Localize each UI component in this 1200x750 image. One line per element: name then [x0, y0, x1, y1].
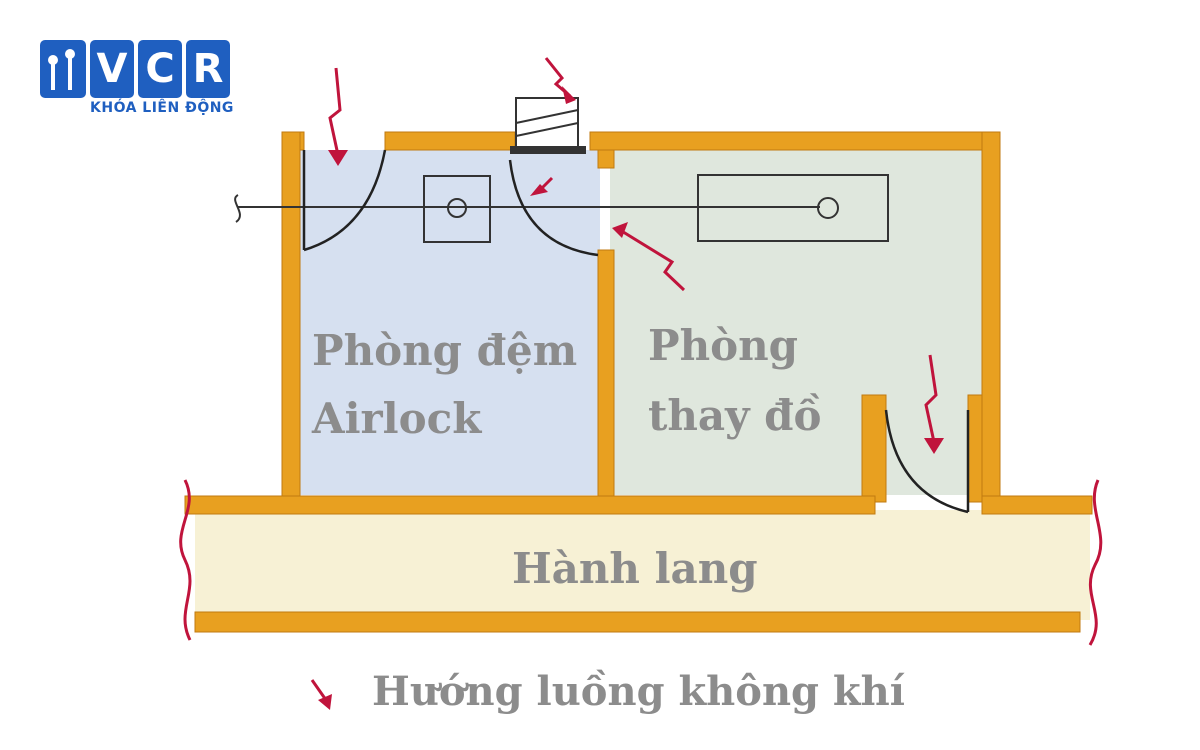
- changing-room-diffuser-center: [817, 197, 839, 219]
- changing-room-label-line1: Phòng: [648, 321, 799, 370]
- logo-letter: C: [138, 40, 182, 98]
- logo-tagline: KHÓA LIÊN ĐỘNG: [90, 100, 234, 116]
- logo-icon-box: [40, 40, 86, 98]
- airlock-entry-door: [302, 149, 387, 252]
- airlock-diffuser: [423, 175, 491, 243]
- damper-plate: [510, 146, 586, 154]
- changing-room-label-line2: thay đồ: [648, 391, 822, 440]
- key-icon: [48, 49, 75, 90]
- walls: [184, 131, 1093, 633]
- vcr-logo: V C R KHÓA LIÊN ĐỘNG: [40, 40, 240, 118]
- airlock-label-line2: Airlock: [312, 394, 482, 443]
- duct-break: [234, 194, 241, 223]
- damper-box: [515, 97, 579, 149]
- airlock-label-line1: Phòng đệm: [312, 326, 578, 375]
- logo-letter: V: [90, 40, 134, 98]
- legend-text: Hướng luồng không khí: [372, 668, 905, 715]
- internal-door: [508, 159, 599, 257]
- airflow-arrowheads: [318, 86, 944, 710]
- changing-room-diffuser: [697, 174, 889, 242]
- exit-door: [884, 409, 969, 514]
- logo-letter: R: [186, 40, 230, 98]
- damper-line: [515, 109, 579, 124]
- corridor-break-right: [1088, 479, 1103, 646]
- damper-line: [515, 122, 579, 137]
- airflow-arrows: [310, 57, 938, 701]
- airlock-diffuser-center: [447, 198, 467, 218]
- corridor-label: Hành lang: [512, 544, 758, 593]
- corridor-fill: [195, 510, 1090, 620]
- corridor-break-left: [179, 479, 192, 641]
- airlock-room-fill: [290, 150, 600, 495]
